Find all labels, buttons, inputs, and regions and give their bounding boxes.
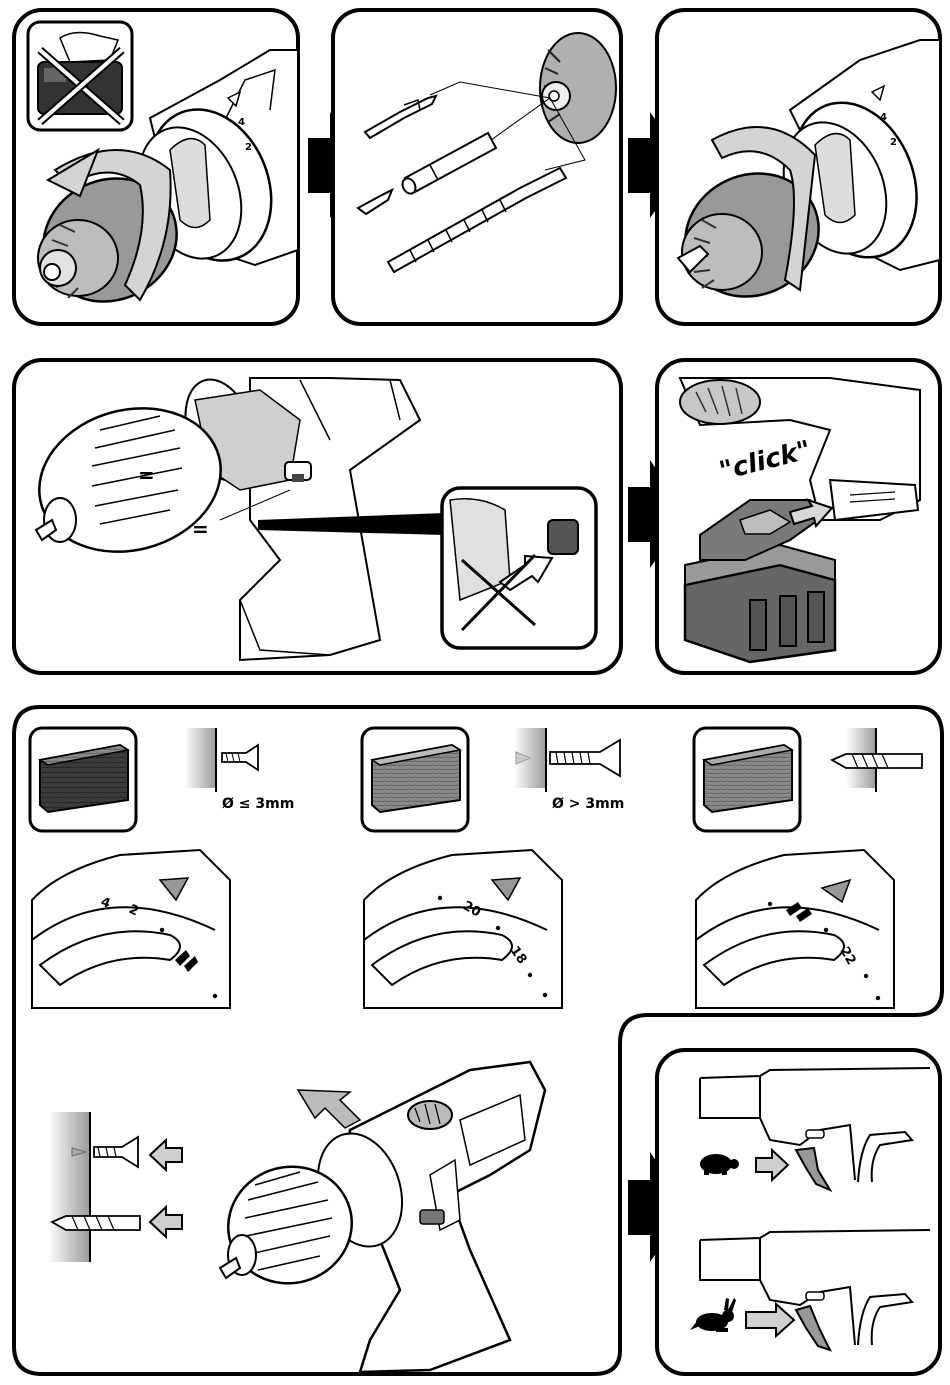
equals-label: = [192, 517, 209, 541]
panel-open-chuck: 4 2 [14, 10, 298, 324]
diameter-label: Ø ≤ 3mm [222, 796, 294, 812]
drill-bit-icon [832, 754, 922, 768]
dial-number: 2 [245, 142, 252, 153]
equals-label: = [138, 463, 155, 487]
panel-rotation-switch: = = [14, 360, 621, 673]
no-battery-icon [28, 22, 132, 130]
diameter-label: Ø > 3mm [552, 796, 624, 812]
inset-no-reverse [442, 488, 596, 648]
drill-bit-icon [52, 1216, 140, 1230]
panel-speed-selection [657, 1050, 940, 1374]
dial-number: 4 [880, 112, 887, 123]
panel-insert-bit [333, 10, 621, 324]
dial-number: 4 [238, 117, 245, 128]
panel-tighten-chuck: 4 2 [657, 10, 940, 324]
dial-number: 2 [890, 137, 897, 148]
panel-insert-battery: "click" [657, 360, 940, 673]
